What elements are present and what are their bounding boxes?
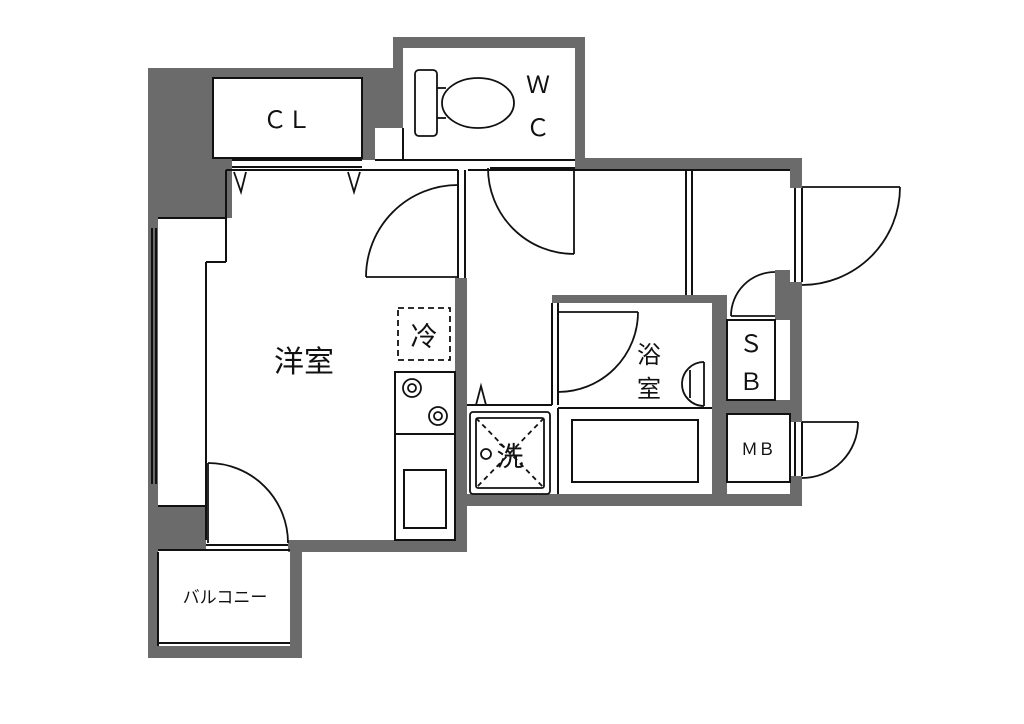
shoe-box-label-2: Ｂ [739,368,763,396]
room-labels: ＣＬ Ｗ Ｃ 洋室 冷 洗 浴 室 Ｓ Ｂ ＭＢ バルコニー [183,71,775,608]
meter-box-label: ＭＢ [741,440,775,460]
entry-marker-icon [475,382,487,406]
toilet-icon [414,69,515,137]
closet-label: ＣＬ [263,106,311,134]
closet-marker-icon [347,171,361,196]
closet-marker-icon [233,171,247,196]
fridge-label: 冷 [411,322,438,353]
doors [207,167,901,544]
washer-pan-icon [469,411,551,495]
toilet-label-2: Ｃ [526,114,550,142]
stove-icon [402,378,448,426]
shoe-box-label-1: Ｓ [739,330,763,358]
balcony-label: バルコニー [183,588,268,608]
washer-label: 洗 [497,442,524,473]
bath-label-1: 浴 [637,341,661,369]
western-room-label: 洋室 [274,345,334,380]
interior-lines [151,77,803,646]
bath-label-2: 室 [637,375,661,403]
fridge-outline [397,307,451,361]
fixtures [233,69,705,495]
toilet-label-1: Ｗ [526,71,550,99]
bath-faucet-icon [681,361,705,407]
